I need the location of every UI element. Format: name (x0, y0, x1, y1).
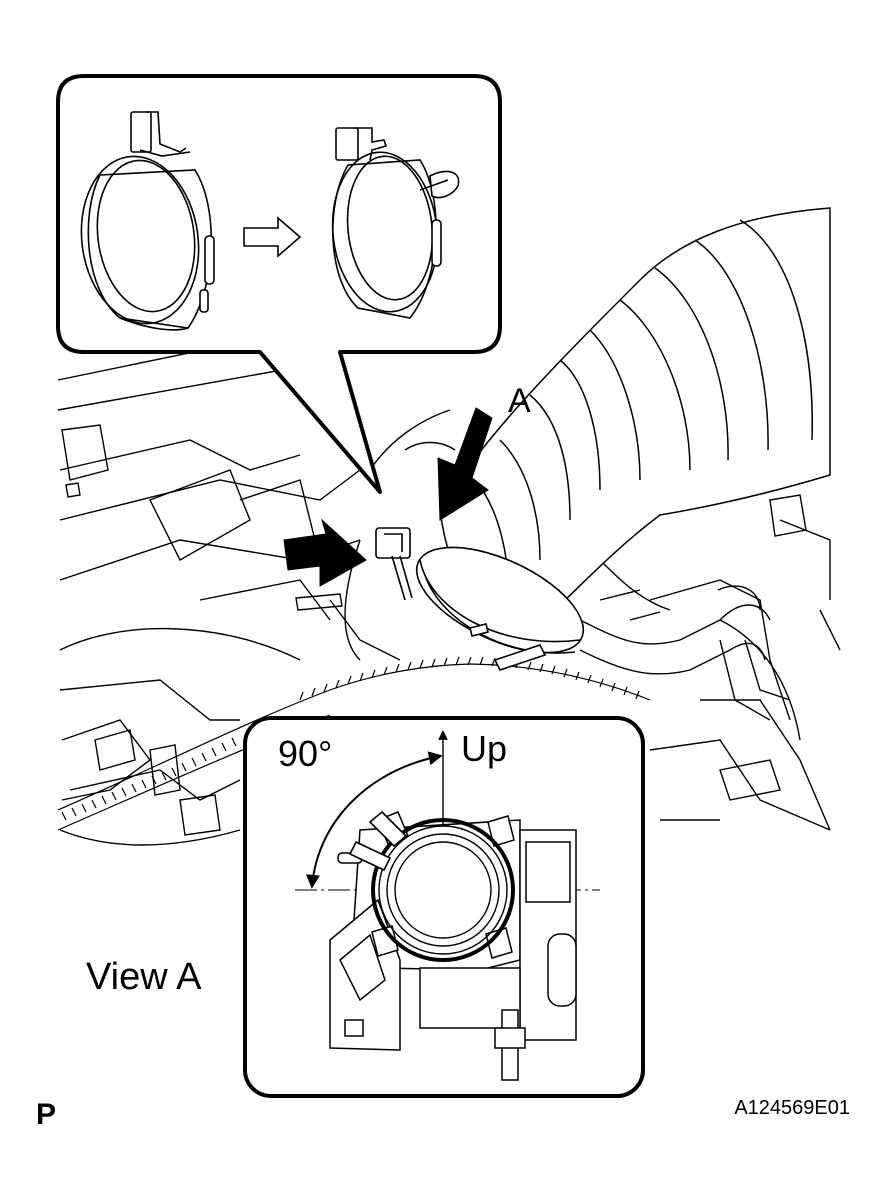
rotation-arc-icon (306, 751, 443, 889)
up-direction-label: Up (461, 728, 508, 769)
hose (579, 585, 791, 721)
indicator-arrows (283, 407, 493, 587)
view-a-inset (243, 716, 645, 1098)
engine-bay-background (57, 329, 841, 846)
clamp-ring (348, 810, 515, 962)
corner-mark: P (36, 1098, 57, 1131)
clamp-detail-callout (56, 74, 502, 494)
view-title: View A (86, 956, 202, 998)
arrow-clamp-icon (283, 518, 367, 587)
view-a-letter: A (508, 382, 531, 420)
rotation-angle-label: 90° (278, 733, 333, 774)
arrow-a-icon (437, 407, 493, 521)
clamp-closed (331, 127, 460, 319)
clamp-open (80, 111, 215, 331)
transition-arrow-icon (243, 216, 302, 258)
hose-clamp-installed (375, 527, 585, 671)
figure-code: A124569E01 (734, 1097, 850, 1119)
